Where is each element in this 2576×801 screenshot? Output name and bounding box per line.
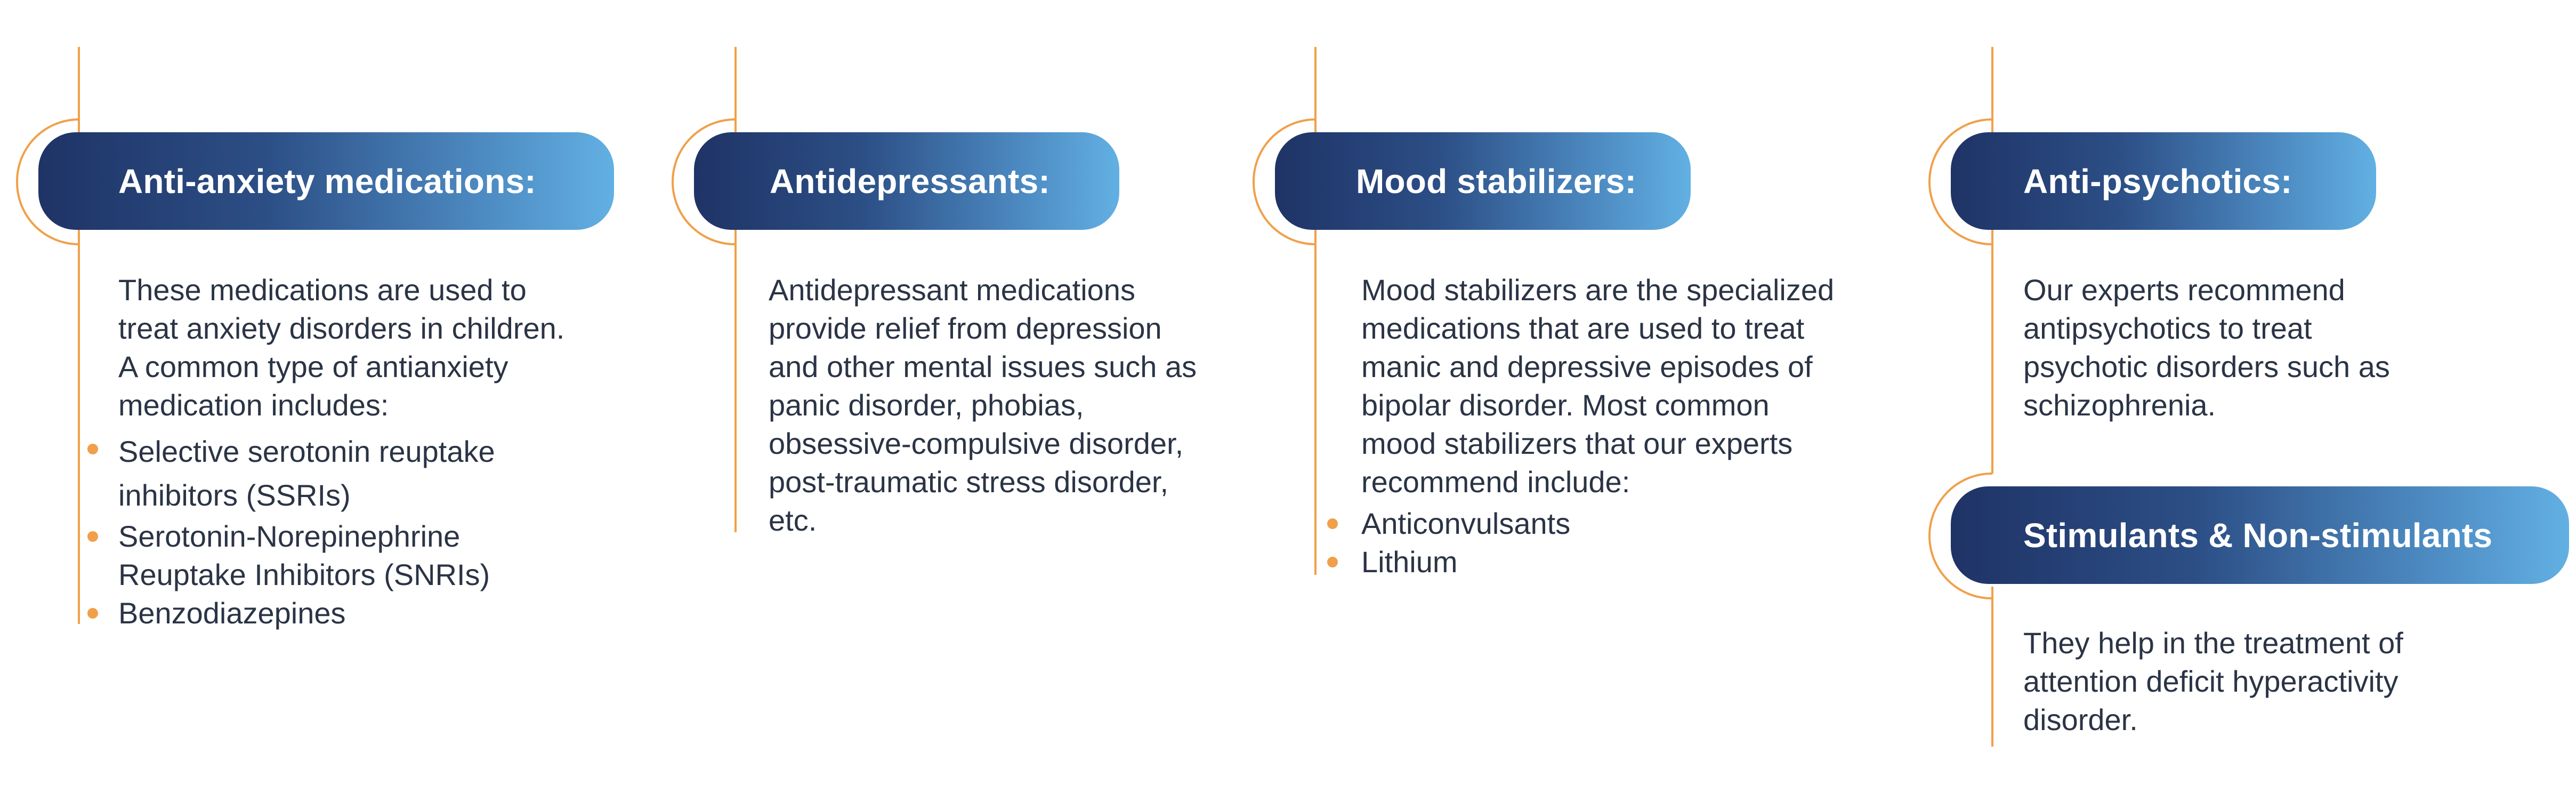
bullet-dot-icon — [1327, 557, 1338, 567]
body-line: They help in the treatment of — [2023, 626, 2403, 660]
body-line: and other mental issues such as — [769, 350, 1197, 383]
section-header-mood-stabilizers: Mood stabilizers: — [1275, 132, 1691, 230]
bullet-line: Anticonvulsants — [1361, 507, 1571, 540]
section-header-anti-anxiety: Anti-anxiety medications: — [38, 132, 614, 230]
bullet-dot-icon — [87, 608, 98, 619]
list-item: Anticonvulsants — [1327, 504, 1571, 543]
body-line: bipolar disorder. Most common — [1361, 388, 1770, 422]
body-line: medications that are used to treat — [1361, 311, 1805, 345]
body-line: provide relief from depression — [769, 311, 1162, 345]
section-body-mood-stabilizers: Mood stabilizers are the specialized med… — [1361, 271, 1834, 501]
section-header-antidepressants: Antidepressants: — [694, 132, 1119, 230]
timeline-line-stimulants — [1991, 587, 1993, 747]
bullet-list-mood-stabilizers: Anticonvulsants Lithium — [1327, 504, 1571, 581]
body-line: These medications are used to — [118, 273, 527, 307]
section-body-anti-anxiety: These medications are used to treat anxi… — [118, 271, 564, 424]
bullet-line: Selective serotonin reuptake — [118, 435, 495, 468]
section-header-anti-psychotics: Anti-psychotics: — [1951, 132, 2376, 230]
section-body-antidepressants: Antidepressant medications provide relie… — [769, 271, 1197, 540]
body-line: obsessive-compulsive disorder, — [769, 427, 1184, 460]
timeline-line-mood-stabilizers — [1314, 47, 1317, 575]
bullet-line: Serotonin-Norepinephrine — [118, 519, 461, 553]
timeline-line-anti-psychotics — [1991, 47, 1993, 474]
section-title-stimulants: Stimulants & Non-stimulants — [2023, 516, 2493, 555]
section-title-anti-psychotics: Anti-psychotics: — [2023, 162, 2292, 201]
bullet-list-anti-anxiety: Selective serotonin reuptake inhibitors … — [87, 430, 495, 632]
body-line: Mood stabilizers are the specialized — [1361, 273, 1835, 307]
bullet-line: Reuptake Inhibitors (SNRIs) — [118, 558, 490, 591]
bullet-line: Benzodiazepines — [118, 596, 346, 630]
section-title-antidepressants: Antidepressants: — [770, 162, 1050, 201]
body-line: Antidepressant medications — [769, 273, 1135, 307]
section-header-stimulants: Stimulants & Non-stimulants — [1951, 486, 2569, 584]
list-item: Serotonin-Norepinephrine Reuptake Inhibi… — [87, 517, 495, 594]
body-line: disorder. — [2023, 703, 2138, 736]
body-line: recommend include: — [1361, 465, 1630, 499]
body-line: treat anxiety disorders in children. — [118, 311, 565, 345]
bullet-dot-icon — [87, 444, 98, 454]
body-line: psychotic disorders such as — [2023, 350, 2390, 383]
body-line: Our experts recommend — [2023, 273, 2345, 307]
timeline-line-anti-anxiety — [78, 47, 80, 624]
bullet-dot-icon — [87, 531, 98, 542]
body-line: etc. — [769, 503, 817, 537]
list-item: Lithium — [1327, 543, 1570, 581]
body-line: antipsychotics to treat — [2023, 311, 2312, 345]
section-body-anti-psychotics: Our experts recommend antipsychotics to … — [2023, 271, 2390, 424]
body-line: panic disorder, phobias, — [769, 388, 1084, 422]
body-line: attention deficit hyperactivity — [2023, 664, 2399, 698]
body-line: medication includes: — [118, 388, 389, 422]
list-item: Selective serotonin reuptake inhibitors … — [87, 430, 495, 517]
bullet-dot-icon — [1327, 518, 1338, 529]
body-line: schizophrenia. — [2023, 388, 2216, 422]
body-line: manic and depressive episodes of — [1361, 350, 1813, 383]
body-line: A common type of antianxiety — [118, 350, 508, 383]
body-line: post-traumatic stress disorder, — [769, 465, 1169, 499]
section-title-anti-anxiety: Anti-anxiety medications: — [118, 162, 536, 201]
bullet-line: inhibitors (SSRIs) — [118, 478, 351, 512]
list-item: Benzodiazepines — [87, 594, 495, 632]
section-body-stimulants: They help in the treatment of attention … — [2023, 624, 2403, 739]
timeline-line-antidepressants — [734, 47, 737, 532]
section-title-mood-stabilizers: Mood stabilizers: — [1356, 162, 1637, 201]
body-line: mood stabilizers that our experts — [1361, 427, 1793, 460]
bullet-line: Lithium — [1361, 545, 1458, 579]
